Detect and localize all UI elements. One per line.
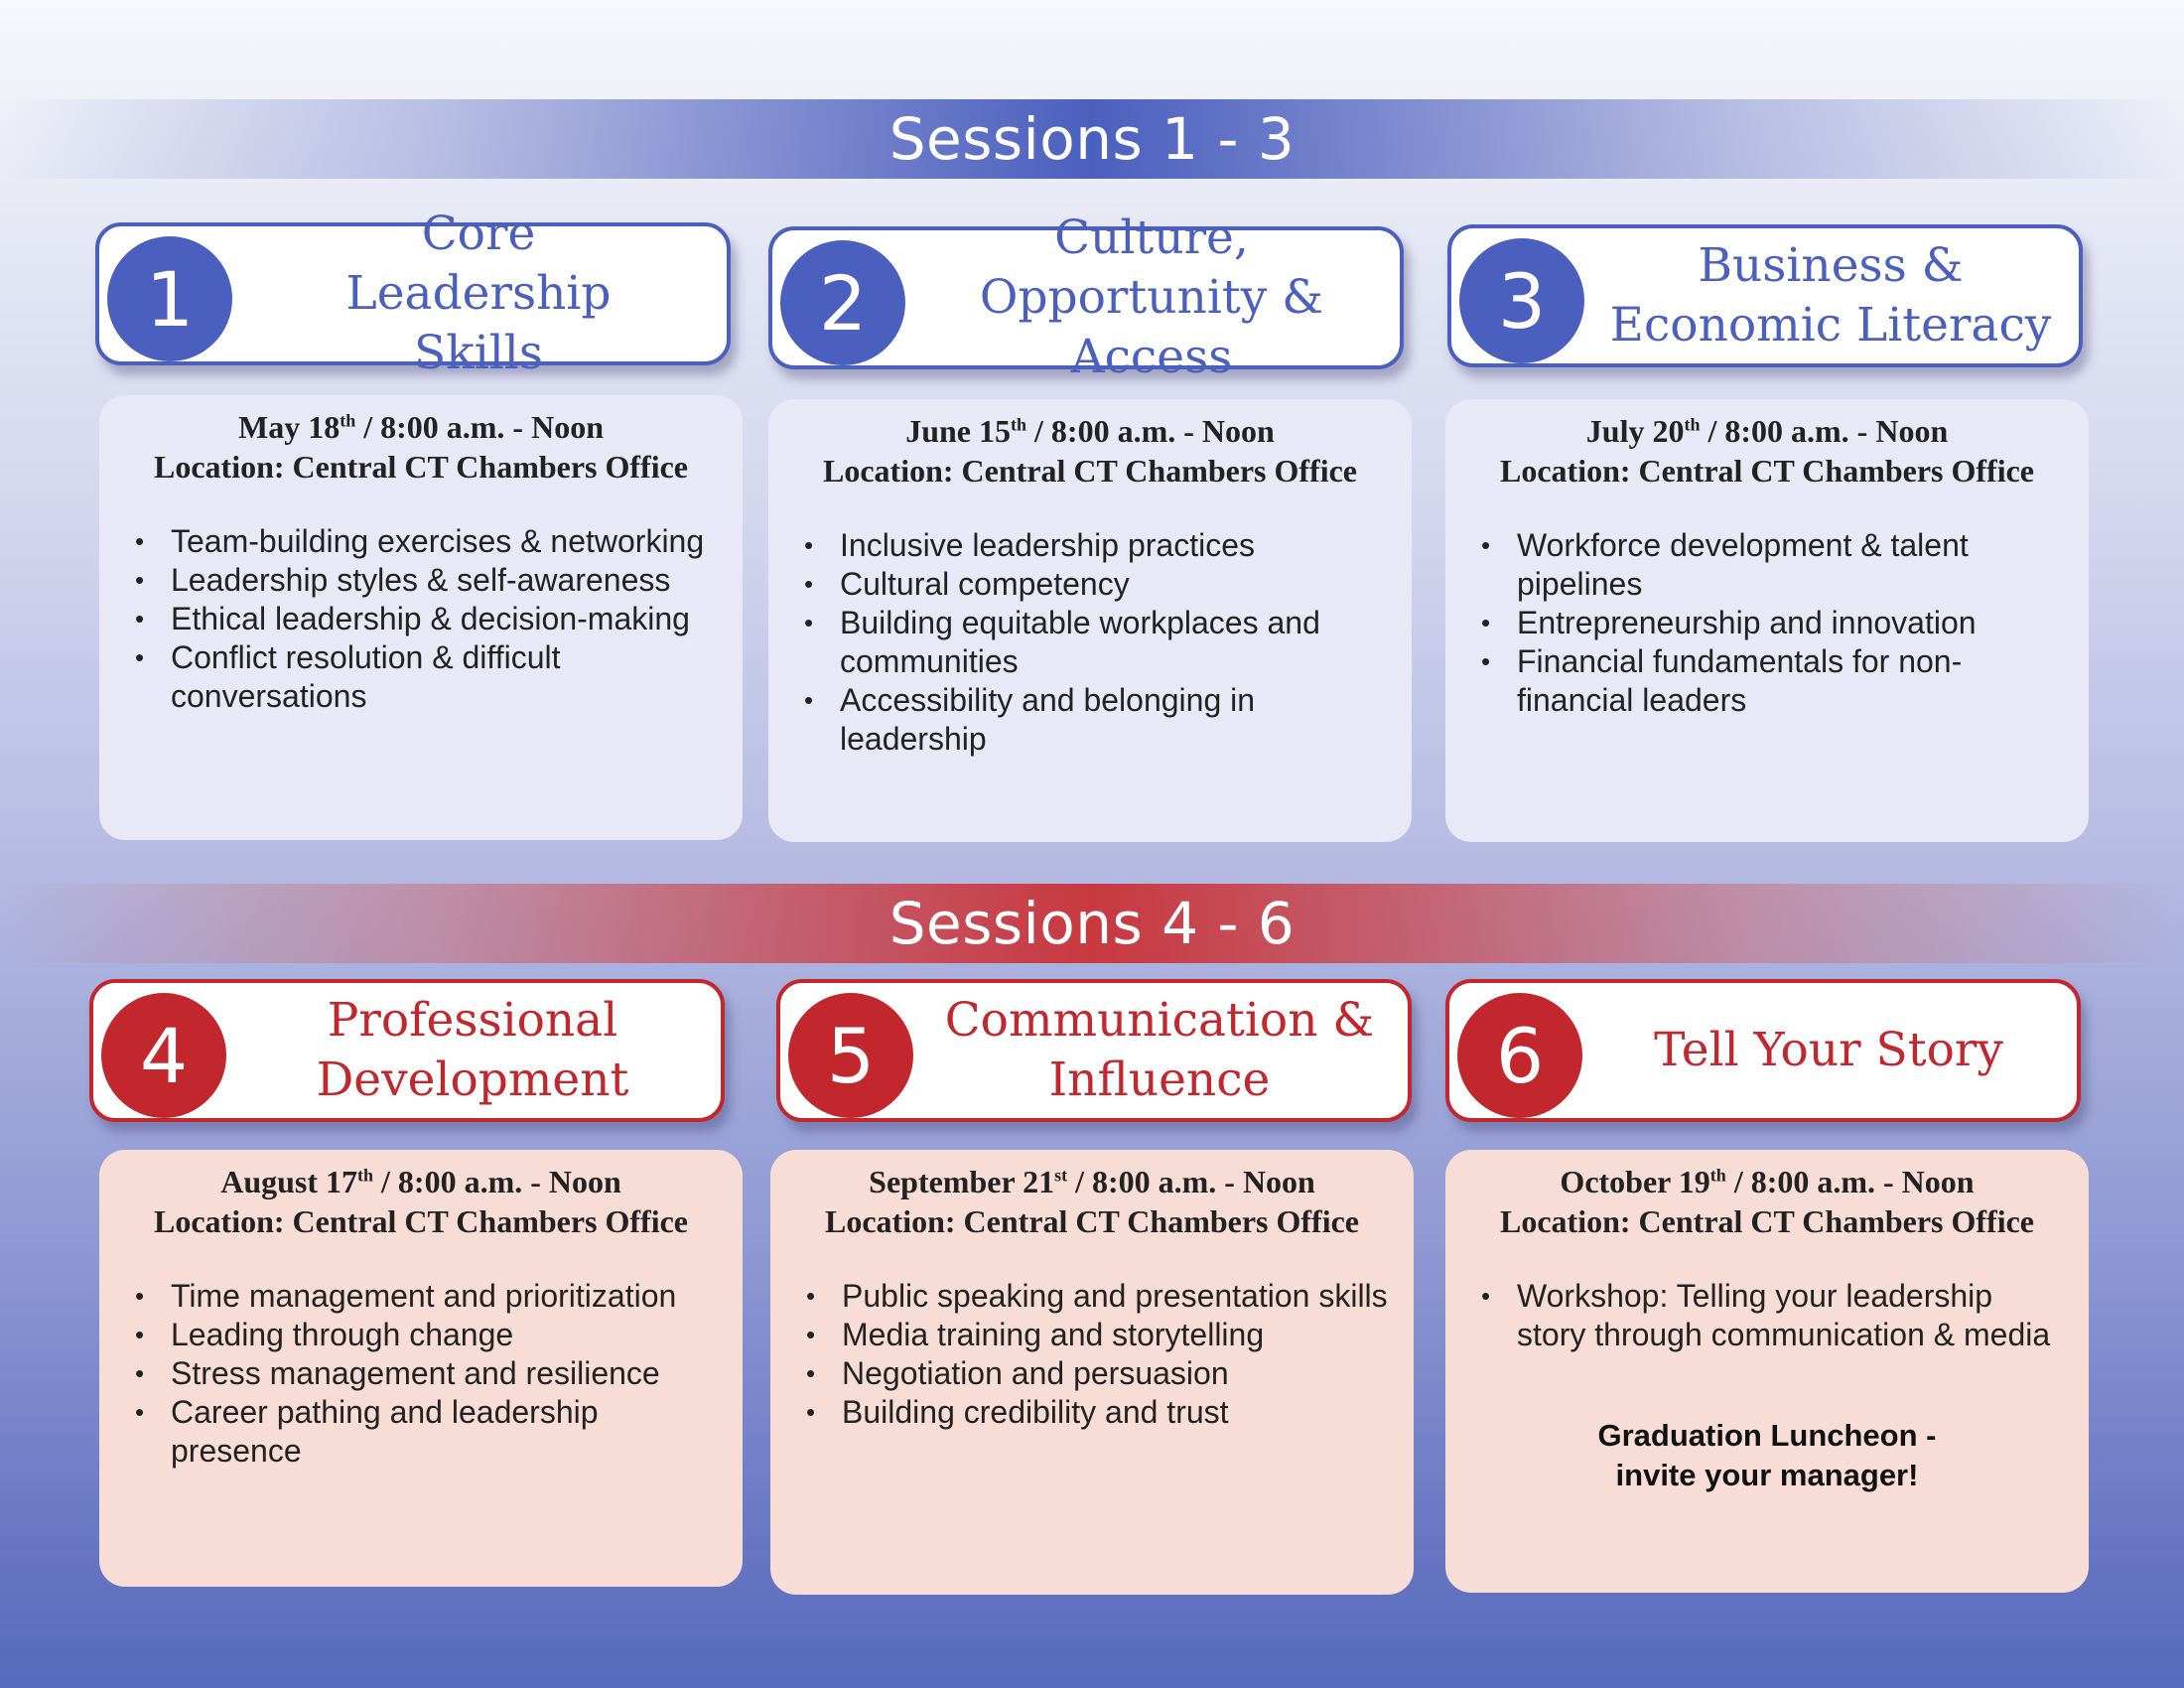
list-item: •Cultural competency [804,566,1130,602]
list-item: •Accessibility and belonging in leadersh… [804,682,1256,757]
session-title: Tell Your Story [1654,1023,2003,1077]
session-date: June 15th / 8:00 a.m. - Noon [905,413,1275,449]
topic-list: •Public speaking and presentation skills… [796,1277,1388,1432]
sessions-4-6-banner: Sessions 4 - 6 [0,884,2184,963]
topic-list: •Workshop: Telling your leadership story… [1471,1277,2063,1354]
session-4-details: August 17th / 8:00 a.m. - Noon Location:… [99,1150,743,1587]
session-number-badge: 2 [780,240,905,365]
list-item: •Conflict resolution & difficult convers… [135,639,561,714]
session-1-details: May 18th / 8:00 a.m. - Noon Location: Ce… [99,395,743,840]
list-item: •Entrepreneurship and innovation [1481,605,1977,640]
list-item: •Career pathing and leadership presence [135,1394,599,1469]
session-6-header: 6 Tell Your Story [1445,979,2081,1122]
list-item: •Time management and prioritization [135,1278,677,1314]
list-item: •Ethical leadership & decision-making [135,601,690,636]
list-item: •Workforce development & talent pipeline… [1481,527,1969,602]
session-5-header: 5 Communication & Influence [776,979,1412,1122]
session-number-badge: 4 [101,993,226,1118]
topic-list: •Workforce development & talent pipeline… [1471,526,2063,720]
session-title: Professional Development [316,993,629,1107]
list-item: •Leading through change [135,1317,514,1352]
list-item: •Financial fundamentals for non-financia… [1481,643,1963,718]
list-item: •Building equitable workplaces and commu… [804,605,1320,679]
list-item: •Building credibility and trust [806,1394,1229,1430]
session-3-header: 3 Business & Economic Literacy [1447,224,2083,367]
banner-title: Sessions 4 - 6 [888,890,1296,957]
session-date: September 21st / 8:00 a.m. - Noon [869,1164,1315,1199]
session-location: Location: Central CT Chambers Office [154,1203,688,1239]
session-date: October 19th / 8:00 a.m. - Noon [1560,1164,1975,1199]
list-item: •Leadership styles & self-awareness [135,562,671,598]
session-4-header: 4 Professional Development [89,979,725,1122]
list-item: •Inclusive leadership practices [804,527,1255,563]
sessions-1-3-banner: Sessions 1 - 3 [0,99,2184,179]
graduation-note: Graduation Luncheon - invite your manage… [1597,1418,1937,1492]
session-title: Core Leadership Skills [345,207,612,380]
session-5-details: September 21st / 8:00 a.m. - Noon Locati… [770,1150,1414,1595]
session-location: Location: Central CT Chambers Office [1500,1203,2034,1239]
session-title: Communication & Influence [944,993,1375,1107]
session-date: May 18th / 8:00 a.m. - Noon [238,409,604,445]
session-date: August 17th / 8:00 a.m. - Noon [220,1164,621,1199]
list-item: •Negotiation and persuasion [806,1355,1229,1391]
session-number-badge: 6 [1457,993,1582,1118]
session-3-details: July 20th / 8:00 a.m. - Noon Location: C… [1445,399,2089,842]
session-number-badge: 5 [788,993,913,1118]
session-6-details: October 19th / 8:00 a.m. - Noon Location… [1445,1150,2089,1593]
session-number-badge: 3 [1459,238,1584,363]
session-1-header: 1 Core Leadership Skills [95,207,731,380]
list-item: •Team-building exercises & networking [135,523,705,559]
banner-title: Sessions 1 - 3 [888,105,1296,173]
topic-list: •Team-building exercises & networking •L… [125,522,717,716]
session-location: Location: Central CT Chambers Office [154,449,688,485]
session-title: Business & Economic Literacy [1609,238,2052,352]
session-location: Location: Central CT Chambers Office [823,453,1357,489]
list-item: •Public speaking and presentation skills [806,1278,1388,1314]
topic-list: •Inclusive leadership practices •Cultura… [794,526,1386,759]
list-item: •Workshop: Telling your leadership story… [1481,1278,2051,1352]
session-2-header: 2 Culture, Opportunity & Access [768,211,1404,384]
session-date: July 20th / 8:00 a.m. - Noon [1585,413,1949,449]
session-location: Location: Central CT Chambers Office [1500,453,2034,489]
list-item: •Media training and storytelling [806,1317,1265,1352]
session-location: Location: Central CT Chambers Office [825,1203,1359,1239]
session-number-badge: 1 [107,236,232,361]
session-title: Culture, Opportunity & Access [979,211,1324,384]
topic-list: •Time management and prioritization •Lea… [125,1277,717,1471]
list-item: •Stress management and resilience [135,1355,660,1391]
session-2-details: June 15th / 8:00 a.m. - Noon Location: C… [768,399,1412,842]
